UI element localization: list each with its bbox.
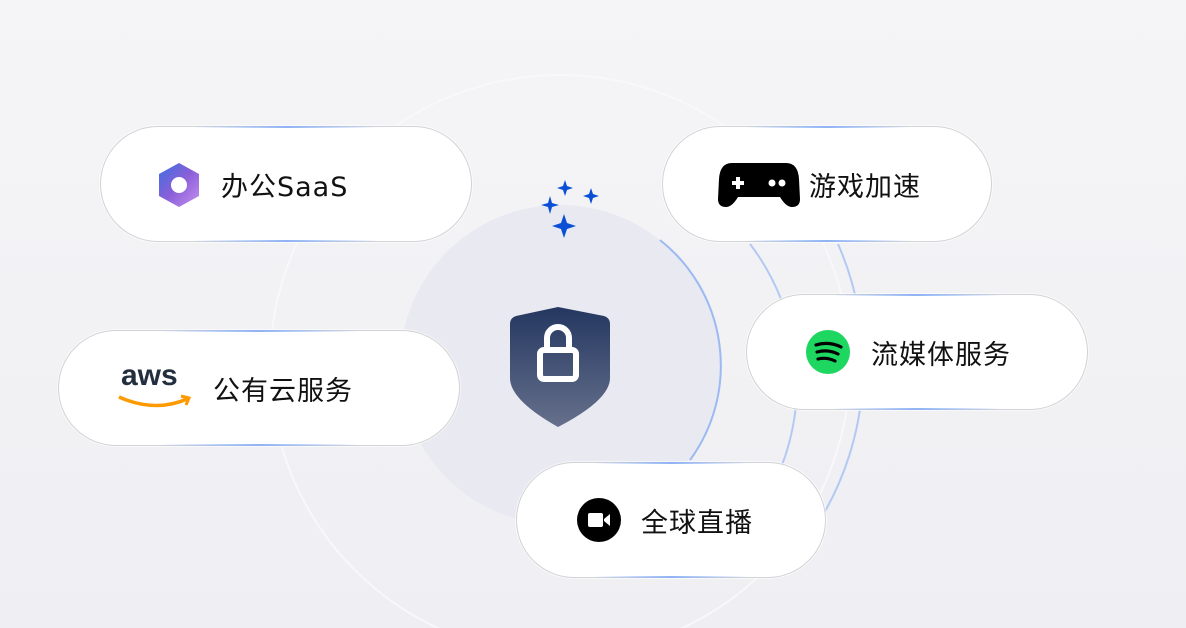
aws-logo-icon: aws bbox=[117, 359, 193, 413]
service-label: 办公SaaS bbox=[221, 171, 349, 203]
service-label: 公有云服务 bbox=[213, 375, 353, 407]
service-pill-live[interactable]: 全球直播 bbox=[516, 462, 826, 578]
video-camera-icon bbox=[577, 498, 621, 542]
aws-logo-text: aws bbox=[121, 359, 178, 392]
service-pill-streaming[interactable]: 流媒体服务 bbox=[746, 294, 1088, 410]
microsoft-365-icon bbox=[159, 163, 199, 207]
service-pill-office-saas[interactable]: 办公SaaS bbox=[100, 126, 472, 242]
service-pill-gaming[interactable]: 游戏加速 bbox=[662, 126, 992, 242]
service-pill-public-cloud[interactable]: aws 公有云服务 bbox=[58, 330, 460, 446]
service-label: 游戏加速 bbox=[809, 171, 921, 203]
gamepad-icon bbox=[718, 163, 800, 207]
shield-lock-icon bbox=[510, 307, 610, 427]
service-label: 全球直播 bbox=[641, 507, 753, 539]
service-label: 流媒体服务 bbox=[871, 339, 1011, 371]
orbit-arc bbox=[659, 239, 722, 461]
spotify-icon bbox=[806, 330, 850, 374]
sparkle-icon bbox=[541, 180, 599, 238]
